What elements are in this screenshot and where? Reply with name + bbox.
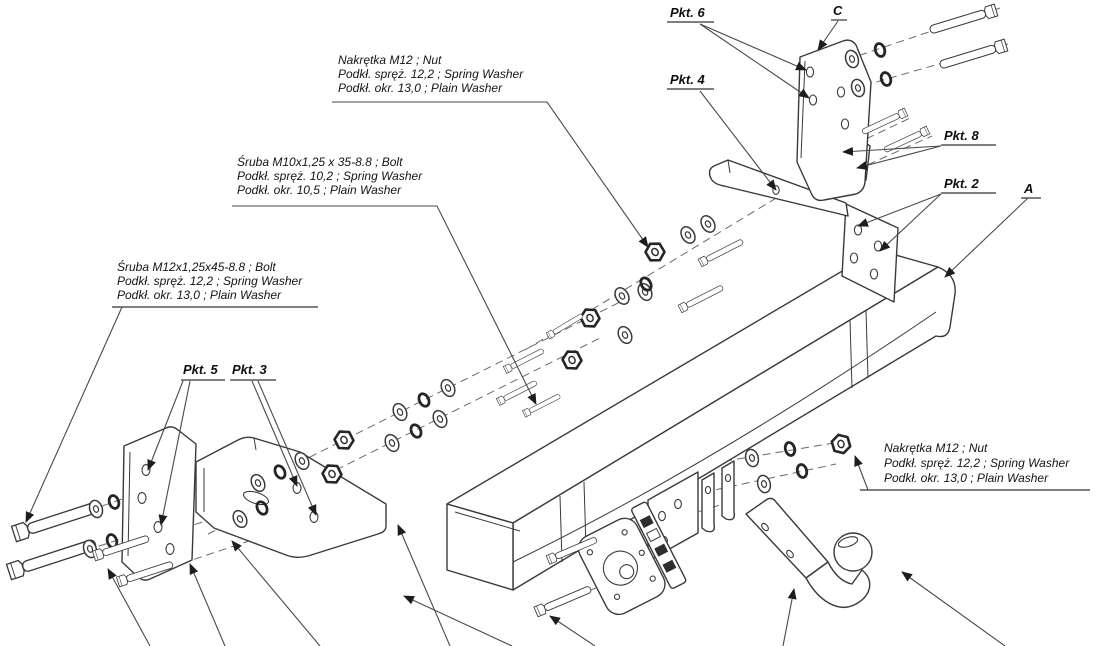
note-bolt-m10-line-2: Podkł. spręż. 10,2 ; Spring Washer <box>237 169 423 183</box>
note-bolt-m12-line-3: Podkł. okr. 13,0 ; Plain Washer <box>117 288 282 302</box>
tow-ball <box>745 497 873 608</box>
right-end-plate <box>841 203 899 303</box>
note-nut-right-line-1: Nakrętka M12 ; Nut <box>884 441 988 455</box>
note-bolt-m12-line-2: Podkł. spręż. 12,2 ; Spring Washer <box>117 274 303 288</box>
label-pkt-6: Pkt. 6 <box>670 5 705 20</box>
note-bolt-m10-line-3: Podkł. okr. 10,5 ; Plain Washer <box>237 183 402 197</box>
note-nut-top-line-2: Podkł. spręż. 12,2 ; Spring Washer <box>338 67 524 81</box>
note-nut-right-line-2: Podkł. spręż. 12,2 ; Spring Washer <box>884 456 1070 470</box>
label-pkt-3: Pkt. 3 <box>232 362 267 377</box>
label-pkt-5: Pkt. 5 <box>183 362 218 377</box>
label-pkt-8: Pkt. 8 <box>944 128 979 143</box>
label-c: C <box>833 3 843 18</box>
label-pkt-2: Pkt. 2 <box>944 176 979 191</box>
note-nut-top-line-1: Nakrętka M12 ; Nut <box>338 53 442 67</box>
note-nut-top-line-3: Podkł. okr. 13,0 ; Plain Washer <box>338 81 503 95</box>
label-a: A <box>1023 181 1033 196</box>
c-side-bracket <box>796 39 872 202</box>
label-pkt-4: Pkt. 4 <box>670 72 705 87</box>
note-bolt-m10-line-1: Śruba M10x1,25 x 35-8.8 ; Bolt <box>237 154 403 169</box>
note-nut-right-line-3: Podkł. okr. 13,0 ; Plain Washer <box>884 471 1049 485</box>
socket-plate <box>577 501 687 616</box>
note-bolt-m12-line-1: Śruba M12x1,25x45-8.8 ; Bolt <box>117 259 276 274</box>
left-side-plate <box>121 426 197 581</box>
annotations: Nakrętka M12 ; Nut Podkł. spręż. 12,2 ; … <box>117 3 1070 485</box>
leader-lines <box>25 19 1090 646</box>
